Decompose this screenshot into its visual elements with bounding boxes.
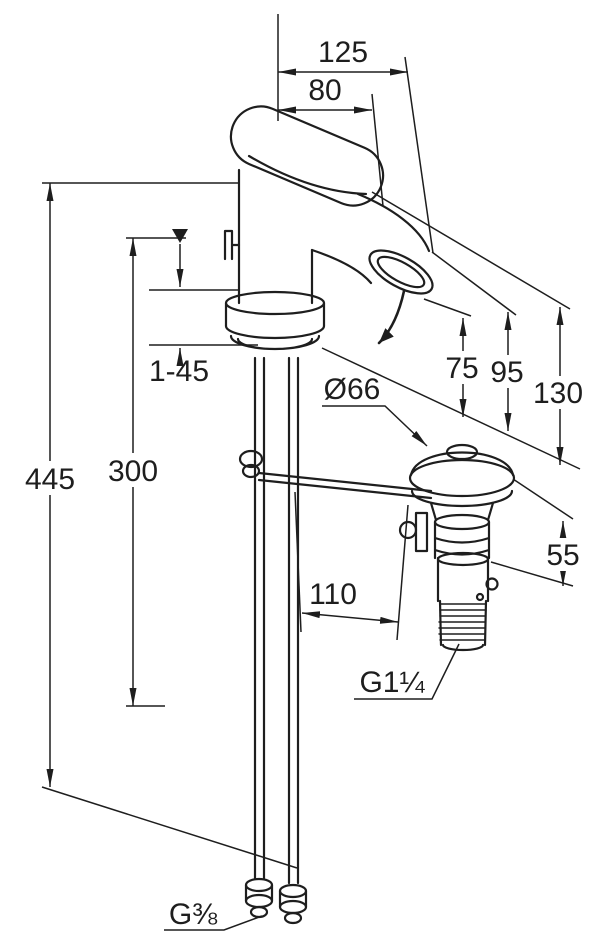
ext-130-top	[371, 191, 571, 310]
dimension-300: 300	[106, 238, 160, 706]
spout-top-edge	[356, 192, 431, 253]
base-escutcheon	[224, 290, 326, 351]
dimensions: 125 80 1-45 75 95 130	[23, 36, 587, 931]
rod-ball-joint	[238, 449, 264, 469]
thread-label-g38: G⅜	[169, 898, 218, 931]
faucet	[223, 105, 516, 925]
clamp-range-marker	[172, 229, 188, 243]
ext-80-right	[371, 93, 384, 207]
drain-collar-top	[433, 513, 491, 531]
dimension-130: 130	[531, 307, 587, 465]
dimension-75: 75	[443, 318, 481, 417]
dimension-55: 55	[544, 521, 582, 586]
drain-set-screw	[485, 577, 499, 591]
base-top-rim	[224, 290, 326, 316]
dim-label-55: 55	[546, 539, 579, 572]
drain-thread-lines	[438, 603, 487, 641]
dimension-diameter-66: Ø66	[322, 373, 428, 447]
pop-up-rod	[257, 471, 433, 500]
drain-collar	[433, 520, 491, 560]
thread-label-drain: G1¼	[354, 643, 460, 700]
ext-125-right	[404, 56, 434, 254]
ext-55-top	[512, 478, 574, 520]
handle-crease	[247, 154, 368, 196]
spout	[310, 192, 434, 345]
drain-dome	[409, 451, 515, 477]
ext-445-bottom	[41, 786, 298, 869]
dim-label-130: 130	[533, 377, 583, 410]
dimension-clamp-range: 1-45	[149, 229, 209, 388]
dimension-80: 80	[278, 74, 372, 114]
thread-label-g114: G1¼	[359, 666, 425, 699]
rod-clevis	[414, 511, 429, 553]
dimension-110: 110	[301, 578, 399, 624]
water-stream-arrow	[377, 289, 406, 345]
thread-label-supply: G⅜	[164, 898, 263, 931]
dim-label-80: 80	[308, 74, 341, 107]
dim-label-clamp: 1-45	[149, 355, 209, 388]
dimension-445: 445	[23, 183, 77, 787]
dim-label-95: 95	[490, 356, 523, 389]
pop-up-drain	[398, 443, 516, 652]
hose-end-fitting-right	[278, 883, 308, 925]
drain-flange	[408, 458, 516, 498]
dim-label-75: 75	[445, 352, 478, 385]
dim-label-445: 445	[25, 463, 75, 496]
pull-rod-knob	[223, 229, 241, 261]
hose-left	[253, 356, 266, 881]
drain-overflow-hole	[475, 592, 485, 602]
hose-end-fitting-left	[244, 877, 274, 919]
drain-flange-underside	[410, 489, 514, 508]
spout-bottom-edge	[310, 248, 373, 285]
deck-reference-line	[321, 347, 581, 470]
ext-110-right	[396, 504, 409, 641]
dim-label-300: 300	[108, 455, 158, 488]
dim-label-diameter: Ø66	[324, 373, 381, 406]
spout-aerator-rim	[376, 255, 426, 289]
base-sides	[224, 301, 326, 328]
sealing-washer	[229, 334, 321, 351]
dimension-125: 125	[278, 36, 408, 76]
hose-right	[287, 356, 300, 885]
spout-aerator	[368, 249, 434, 295]
ext-75-top	[423, 298, 472, 317]
supply-hoses	[238, 356, 433, 925]
drain-thread-bottom	[441, 643, 485, 652]
extension-lines	[41, 14, 581, 869]
drain-neck	[429, 501, 495, 522]
dim-label-125: 125	[318, 36, 368, 69]
faucet-body	[223, 168, 314, 305]
ext-110-left	[294, 491, 302, 633]
rod-clevis-ball	[398, 520, 418, 540]
ext-55-bottom	[490, 561, 574, 587]
dimension-95: 95	[488, 312, 526, 431]
dim-label-110: 110	[309, 578, 357, 611]
rod-ball-joint-lower	[241, 463, 261, 479]
drain-thread-sides	[438, 599, 488, 647]
base-bottom-rim	[224, 324, 326, 340]
ext-95-top	[431, 251, 517, 316]
